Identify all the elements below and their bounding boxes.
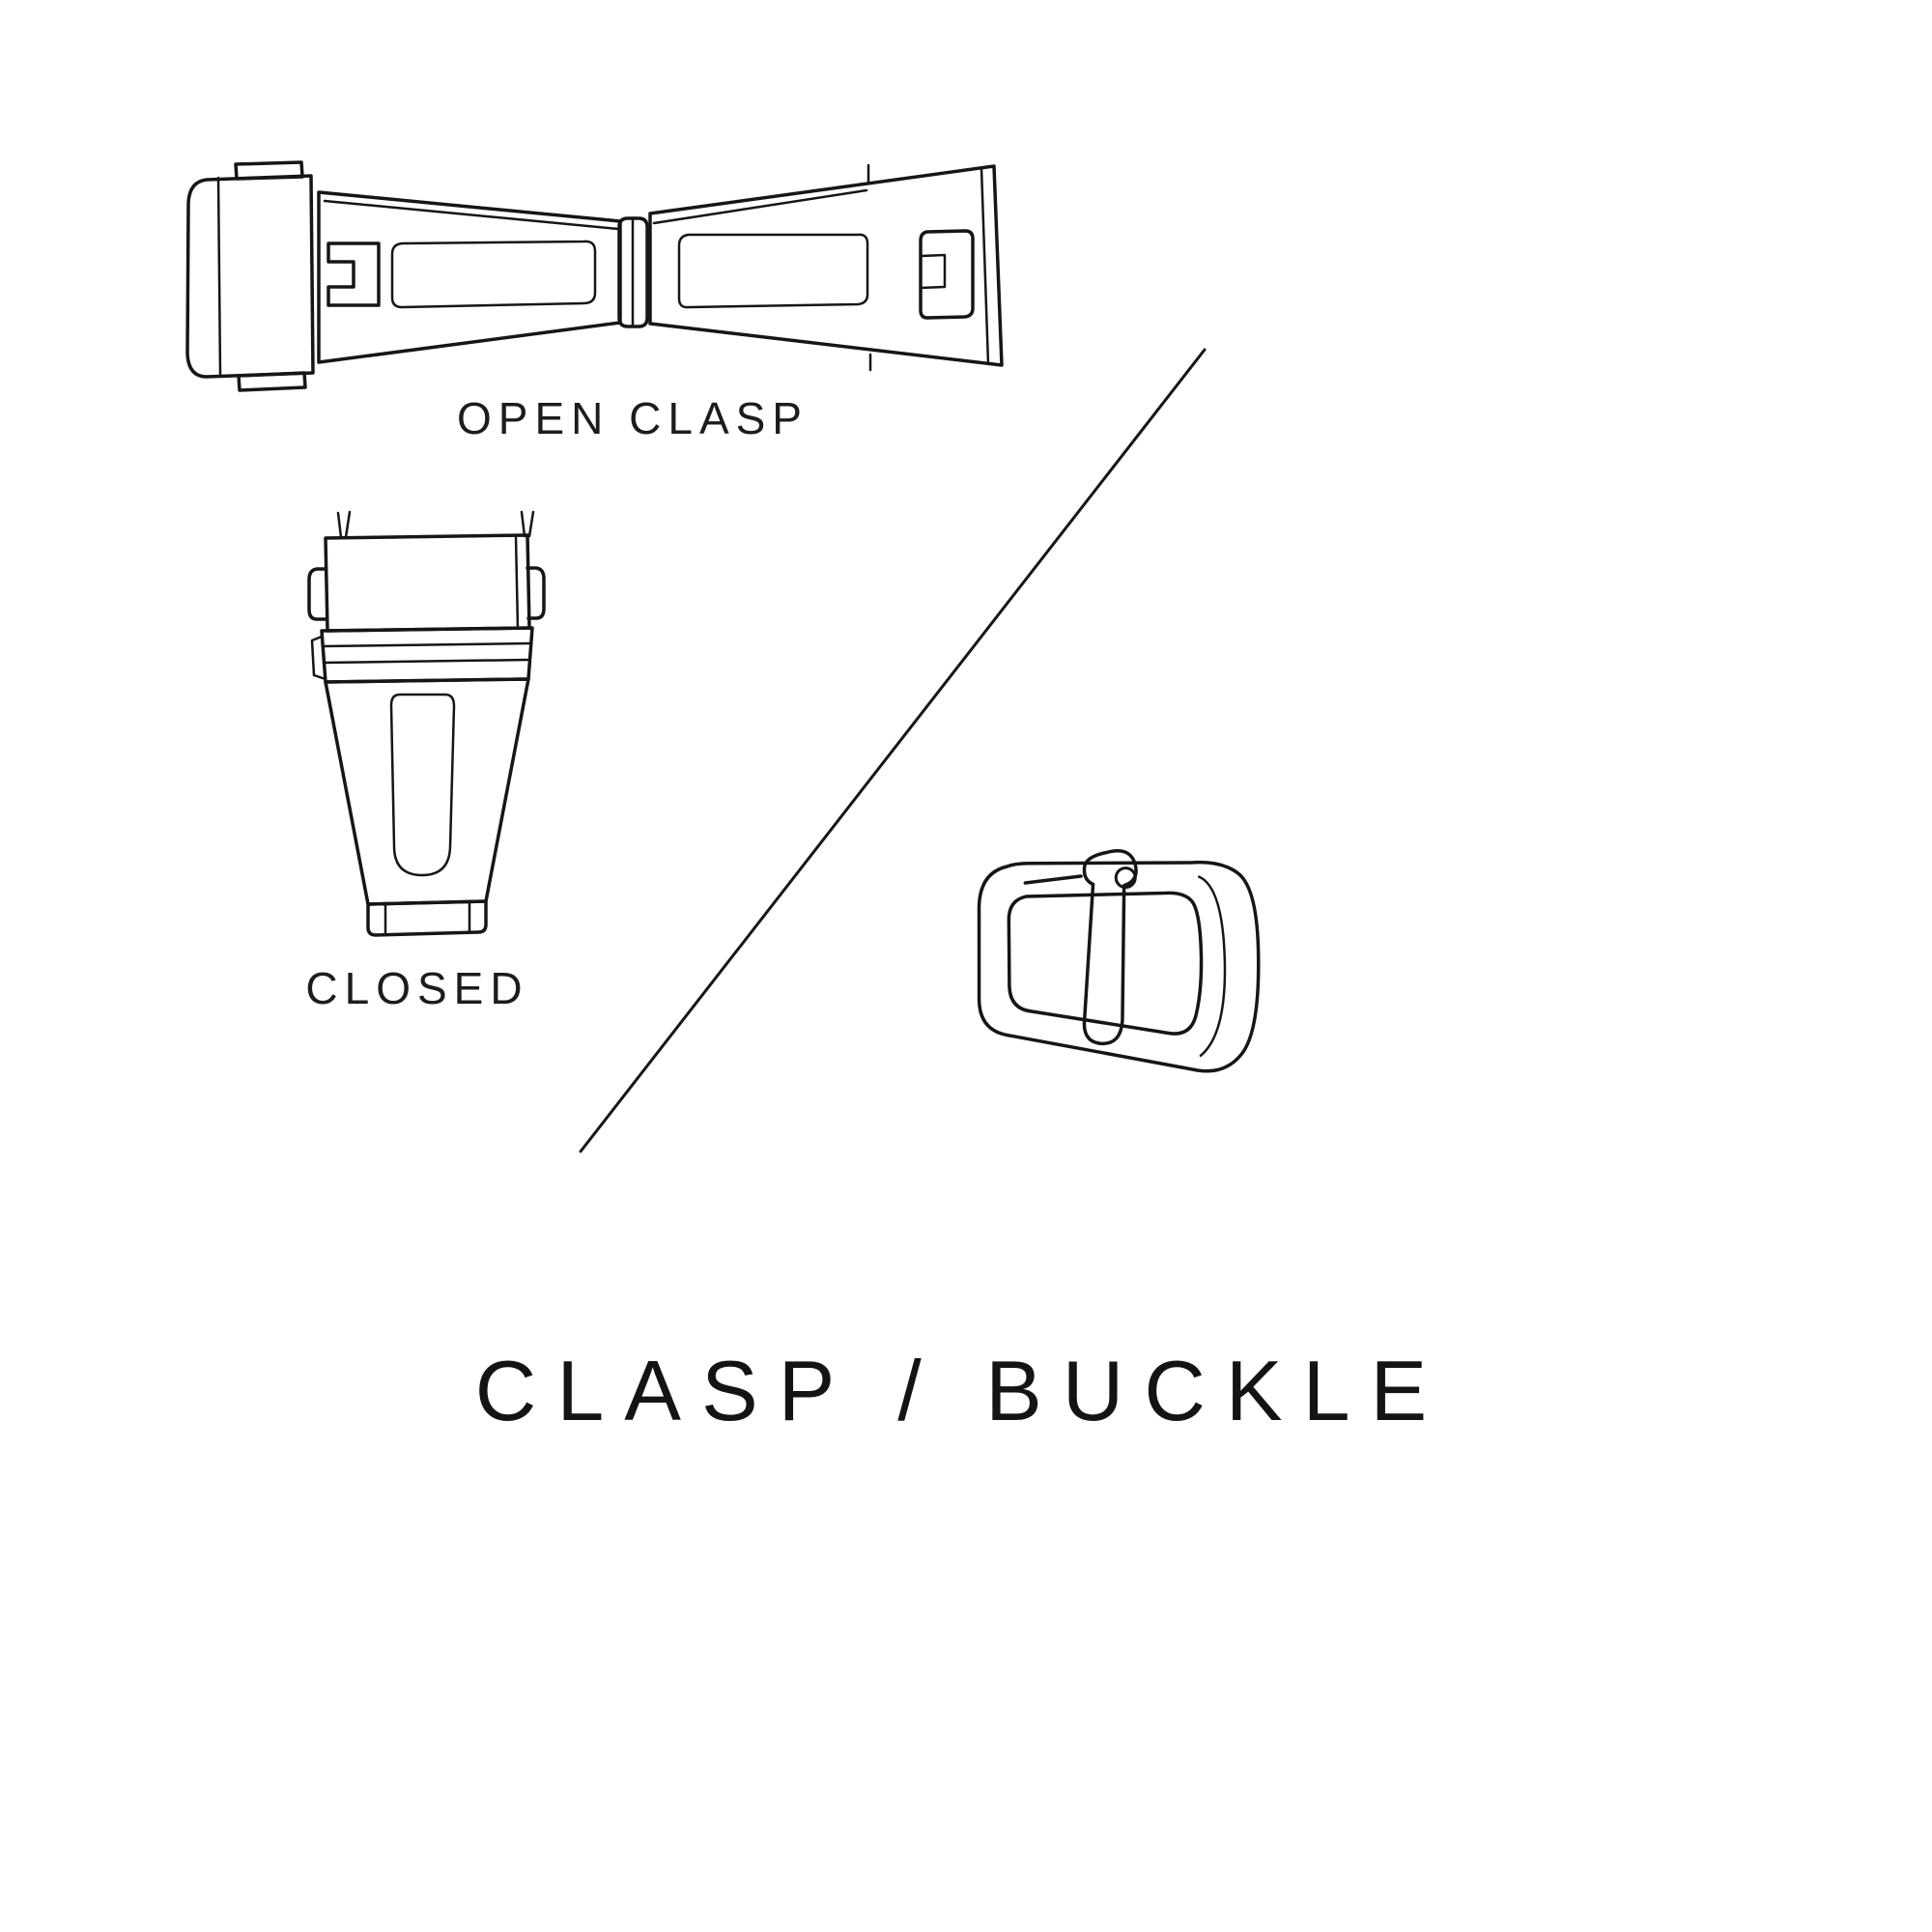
clasp-keeper: [919, 229, 975, 320]
closed-bottom-bar-ticks: [384, 900, 471, 936]
diagram-title: CLASP / BUCKLE: [474, 1343, 1448, 1438]
closed-left-ear: [307, 567, 327, 621]
closed-prong-left: [336, 510, 352, 539]
closed-hinge-line-1: [321, 641, 533, 648]
closed-body-inset: [389, 693, 456, 877]
clasp-fold-bottom-tab: [237, 371, 307, 392]
closed-clasp-label: CLOSED: [305, 963, 529, 1013]
clasp-left-arm-inset: [390, 240, 597, 309]
clasp-fold-piece: [185, 174, 315, 379]
clasp-fold-inner-line: [216, 176, 222, 377]
clasp-right-arm: [648, 164, 1004, 367]
closed-top-block-line: [514, 534, 520, 631]
buckle-right-band-line: [1198, 875, 1227, 1058]
buckle-pin: [1023, 874, 1083, 885]
clasp-right-arm-inset: [677, 233, 869, 309]
divider-line: [579, 348, 1207, 1153]
closed-bottom-bar: [366, 899, 488, 937]
clasp-left-arm-edge-line: [323, 199, 620, 231]
closed-hinge-band: [320, 626, 534, 684]
clasp-fold-top-tab: [234, 160, 304, 181]
buckle-tongue: [1082, 849, 1138, 1045]
clasp-right-end-line: [980, 166, 990, 366]
closed-clasp-illustration: [307, 510, 546, 937]
closed-body: [324, 677, 530, 906]
closed-hinge-line-2: [322, 658, 531, 665]
clasp-hook-notch: [327, 242, 381, 307]
open-clasp-label: OPEN CLASP: [457, 393, 809, 443]
buckle-outer-frame: [977, 860, 1261, 1073]
tang-buckle-illustration: [977, 849, 1261, 1073]
closed-prong-right: [520, 510, 535, 538]
clasp-hinge: [617, 216, 649, 328]
closed-right-ear: [526, 566, 546, 620]
closed-hinge-tab: [310, 635, 327, 681]
open-clasp-illustration: [185, 160, 1004, 392]
clasp-left-arm: [317, 190, 622, 364]
closed-top-block: [324, 533, 531, 633]
clasp-right-arm-edge-line: [652, 188, 868, 225]
clasp-keeper-notch: [919, 253, 947, 290]
buckle-inner-opening: [1007, 891, 1204, 1036]
